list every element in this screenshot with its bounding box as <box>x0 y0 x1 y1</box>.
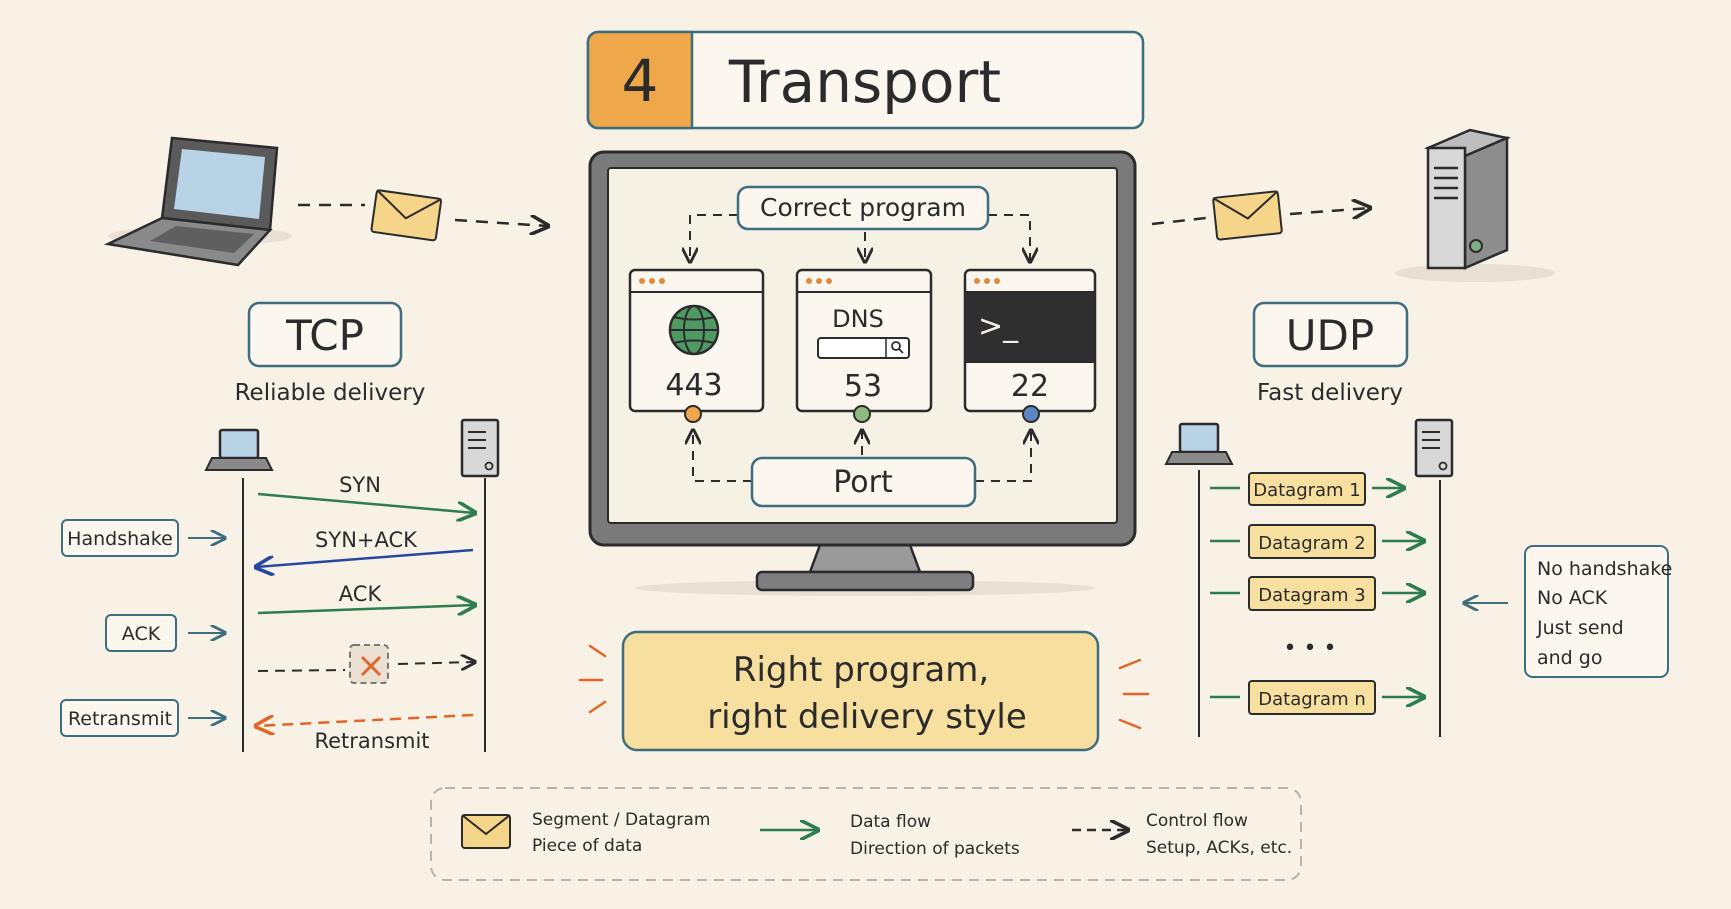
udp-note-4: and go <box>1537 647 1602 669</box>
port-443: 443 <box>665 368 722 403</box>
envelope-icon <box>461 814 511 849</box>
app-window-https: 443 <box>628 268 765 413</box>
top-right-envelope-icon <box>1212 190 1283 241</box>
tcp-title-box: TCP <box>247 301 403 368</box>
sender-laptop-icon <box>103 136 292 267</box>
legend-control-title: Control flow <box>1146 811 1248 831</box>
udp-client-laptop-icon <box>1164 422 1234 465</box>
udp-note-2: No ACK <box>1537 587 1608 609</box>
tagline-line-1: Right program, <box>733 650 989 690</box>
ack-tag: ACK <box>105 614 225 652</box>
legend-dataflow-desc: Direction of packets <box>850 839 1020 859</box>
tcp-subtitle: Reliable delivery <box>235 380 426 406</box>
datagram-ellipsis: • • • <box>1284 636 1337 661</box>
legend-dataflow-title: Data flow <box>850 812 931 832</box>
udp-notes-box: No handshake No ACK Just send and go <box>1524 545 1672 678</box>
page-title: Transport <box>728 48 1001 116</box>
udp-note-3: Just send <box>1536 617 1624 639</box>
tcp-lost-packet-path-a <box>257 669 346 672</box>
correct-program-label: Correct program <box>736 185 990 231</box>
port-dot-22 <box>1022 405 1040 423</box>
udp-subtitle: Fast delivery <box>1257 380 1403 406</box>
retransmit-tag: Retransmit <box>60 699 225 737</box>
port-22: 22 <box>1011 369 1049 404</box>
terminal-prompt: >_ <box>978 309 1019 344</box>
udp-title-box: UDP <box>1252 301 1409 368</box>
tcp-lost-packet-path-b <box>397 662 475 664</box>
handshake-tag: Handshake <box>61 519 225 557</box>
tcp-retransmit-arrow <box>256 713 474 726</box>
tcp-syn-label: SYN <box>339 473 381 497</box>
tagline-box: Right program, right delivery style <box>578 630 1150 752</box>
terminal-icon: >_ <box>964 291 1096 363</box>
top-left-control-flow-arrow <box>454 220 548 226</box>
datagram-2-label: Datagram 2 <box>1258 533 1366 554</box>
tagline-spark-left <box>578 644 607 714</box>
ack-tag-text: ACK <box>122 623 161 645</box>
datagram-n-label: Datagram n <box>1258 689 1366 710</box>
retransmit-tag-text: Retransmit <box>68 708 172 730</box>
handshake-tag-text: Handshake <box>67 528 173 550</box>
tcp-retransmit-label: Retransmit <box>314 729 429 753</box>
tagline-spark-right <box>1118 658 1150 730</box>
tagline-line-2: right delivery style <box>707 697 1027 737</box>
tcp-synack-label: SYN+ACK <box>315 528 418 552</box>
datagram-n: Datagram n <box>1210 680 1424 715</box>
port-routing <box>693 430 1031 482</box>
datagram-1: Datagram 1 <box>1210 472 1404 506</box>
port-dot-53 <box>853 405 871 423</box>
app-window-dns: DNS 53 <box>795 268 933 413</box>
receiver-server-icon <box>1395 128 1555 282</box>
tcp-ack-arrow <box>257 605 475 613</box>
dns-label: DNS <box>832 305 884 333</box>
udp-server-icon <box>1414 418 1454 478</box>
datagram-3-label: Datagram 3 <box>1258 585 1366 606</box>
legend-segment-desc: Piece of data <box>532 836 642 856</box>
legend-control-desc: Setup, ACKs, etc. <box>1146 838 1292 858</box>
datagram-1-label: Datagram 1 <box>1253 480 1361 501</box>
legend: Segment / Datagram Piece of data Data fl… <box>430 787 1302 881</box>
globe-icon <box>668 304 720 356</box>
top-left-envelope-icon <box>370 189 442 242</box>
udp-note-1: No handshake <box>1537 558 1672 580</box>
app-window-ssh: >_ 22 <box>963 268 1097 413</box>
layer-number: 4 <box>622 47 659 115</box>
search-icon <box>891 341 904 354</box>
port-dot-443 <box>684 405 702 423</box>
tcp-title: TCP <box>285 311 364 360</box>
port-text: Port <box>833 465 893 500</box>
datagram-2: Datagram 2 <box>1210 524 1424 559</box>
legend-segment-title: Segment / Datagram <box>532 810 710 830</box>
top-right-control-flow-arrow <box>1289 208 1370 214</box>
port-53: 53 <box>844 369 882 404</box>
tcp-ack-label: ACK <box>339 582 383 606</box>
tcp-syn-arrow <box>257 492 475 513</box>
udp-title: UDP <box>1286 311 1374 360</box>
top-right-control-flow <box>1151 216 1207 226</box>
correct-program-text: Correct program <box>760 193 966 222</box>
correct-program-routing <box>690 214 1030 262</box>
lost-packet-icon <box>349 644 389 684</box>
datagram-3: Datagram 3 <box>1210 576 1424 611</box>
tcp-client-laptop-icon <box>204 428 274 471</box>
port-label: Port <box>750 456 977 508</box>
tcp-server-icon <box>460 418 500 478</box>
title-banner: 4 Transport <box>586 30 1145 130</box>
tcp-synack-arrow <box>256 548 474 567</box>
